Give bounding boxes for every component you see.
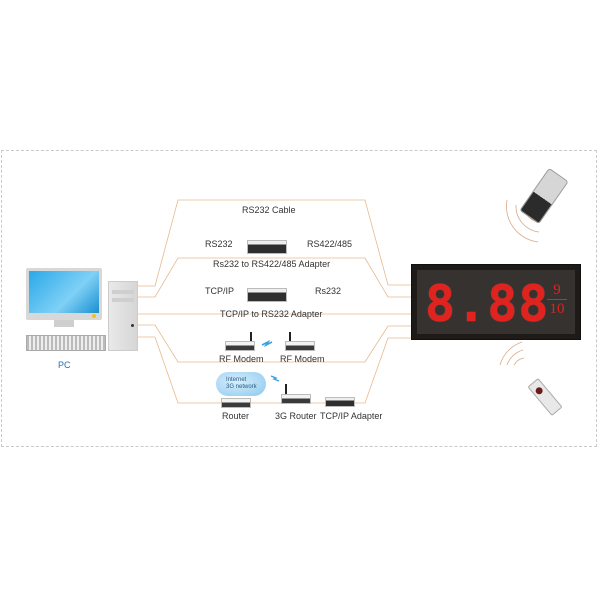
tcpip-to-rs232-adapter-icon <box>247 288 287 302</box>
rf-modem-left-icon <box>225 341 255 351</box>
fraction-denominator: 10 <box>549 301 565 317</box>
keyboard-icon <box>26 335 106 351</box>
pc-monitor <box>26 268 102 320</box>
rs232-right-label: Rs232 <box>315 286 342 296</box>
led-scoreboard-display: 8.88 9 10 <box>411 264 581 340</box>
tcpip-adapter-label: TCP/IP Adapter <box>320 411 383 421</box>
rf-antenna-icon <box>289 332 291 342</box>
3g-router-label: 3G Router <box>275 411 317 421</box>
cloud-label-3g: 3G network <box>226 384 257 390</box>
monitor-screen <box>29 271 99 313</box>
rf-modem-right-icon <box>285 341 315 351</box>
rs232-cable-label: RS232 Cable <box>242 205 296 215</box>
diagram-frame <box>1 150 597 447</box>
tcpip-to-rs232-adapter-label: TCP/IP to RS232 Adapter <box>220 309 323 319</box>
cloud-label-internet: Internet <box>226 377 247 383</box>
fraction-numerator: 9 <box>553 282 561 298</box>
router-label: Router <box>222 411 250 421</box>
rf-antenna-icon <box>250 332 252 342</box>
rf-modem-left-label: RF Modem <box>219 354 264 364</box>
3g-antenna-icon <box>285 384 287 394</box>
3g-router-icon <box>281 394 311 404</box>
tcpip-adapter-icon <box>325 397 355 407</box>
rs232-label: RS232 <box>205 239 233 249</box>
display-digits: 8.88 <box>425 275 550 333</box>
tcpip-label: TCP/IP <box>205 286 235 296</box>
rs422-485-label: RS422/485 <box>307 239 353 249</box>
display-fraction: 9 10 <box>547 282 567 317</box>
pc-tower <box>108 281 138 351</box>
pc-label: PC <box>58 360 71 370</box>
rs232-to-rs422-adapter-label: Rs232 to RS422/485 Adapter <box>213 259 331 269</box>
rf-modem-right-label: RF Modem <box>280 354 325 364</box>
monitor-stand <box>54 320 74 327</box>
rs232-to-rs422-adapter-icon <box>247 240 287 254</box>
router-icon <box>221 398 251 408</box>
display-face: 8.88 9 10 <box>417 270 575 334</box>
